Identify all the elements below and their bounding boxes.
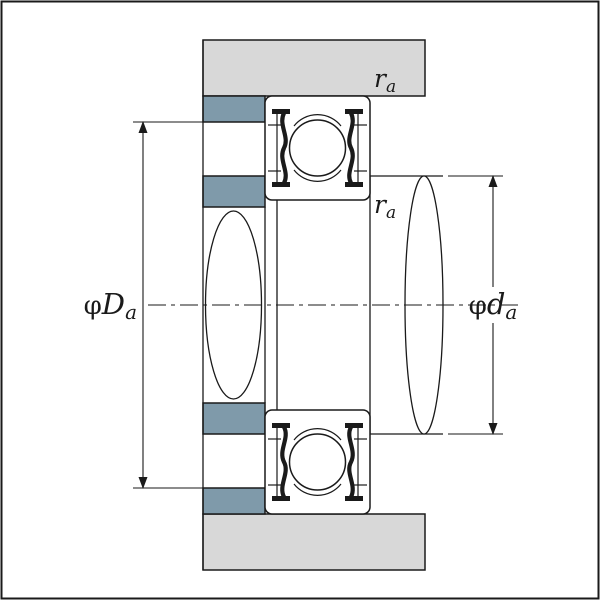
housing-block-bottom bbox=[202, 513, 426, 571]
label-ra-housing: ra bbox=[374, 64, 396, 97]
housing-shoulder-bottom bbox=[202, 487, 266, 515]
arrow-down-icon bbox=[138, 477, 148, 489]
shoulder-blocks bbox=[202, 95, 266, 515]
arrow-up-icon bbox=[138, 121, 148, 133]
ball bbox=[288, 119, 347, 177]
seal-left bbox=[272, 109, 290, 187]
bearing-top bbox=[264, 95, 371, 201]
shaft-shoulder-top bbox=[202, 175, 266, 208]
dimension-Da bbox=[133, 121, 203, 489]
labels: φDa φda ra ra bbox=[84, 64, 518, 324]
label-ra-shaft: ra bbox=[374, 190, 396, 223]
label-phi-Da: φDa bbox=[84, 287, 137, 324]
dimension-da bbox=[448, 175, 503, 435]
outer-raceway-arc bbox=[293, 114, 342, 127]
inner-raceway-arc bbox=[293, 169, 342, 182]
bearing-bottom bbox=[265, 410, 370, 514]
arrow-down-icon bbox=[488, 423, 498, 435]
arrow-up-icon bbox=[488, 175, 498, 187]
diagram-root: φDa φda ra ra bbox=[84, 39, 523, 571]
seal-right-lip bbox=[347, 112, 355, 185]
shaft bbox=[202, 40, 444, 570]
shaft-shoulder-bottom bbox=[202, 402, 266, 435]
seal-left-lip bbox=[280, 112, 288, 185]
housing-block-top bbox=[202, 39, 426, 97]
dim-arrows-Da bbox=[138, 121, 148, 489]
label-phi-da: φda bbox=[469, 287, 518, 324]
housing-shoulder-top bbox=[202, 95, 266, 123]
dim-arrows-da bbox=[488, 175, 498, 435]
seal-right bbox=[345, 109, 363, 187]
ring-shoulder-lines bbox=[268, 124, 367, 172]
